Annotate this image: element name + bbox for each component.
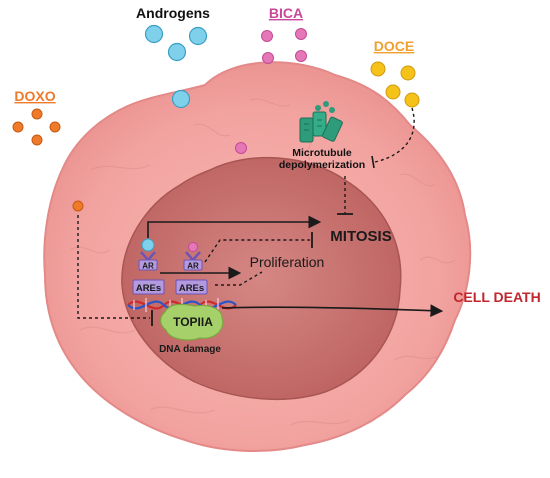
label-ar-right: AR [187, 262, 199, 271]
bica-proliferation-dash [215, 271, 263, 286]
ares-box-left [132, 279, 165, 295]
cell-texture [69, 98, 456, 426]
bica-mitosis-dash [204, 239, 310, 263]
ar-receptor-left [138, 238, 158, 271]
label-doce: DOCE [374, 38, 414, 54]
label-ares-right: AREs [179, 283, 204, 294]
doce-particles [370, 61, 420, 108]
ar-to-mitosis-arrow [147, 215, 322, 238]
doxo-dashed-path [77, 215, 150, 319]
doxo-particles [12, 108, 84, 212]
doce-dashed-path [374, 107, 415, 163]
ares-box-right [175, 279, 208, 295]
label-dna-damage: DNA damage [159, 344, 221, 355]
label-cell-death: CELL DEATH [453, 289, 540, 305]
label-bica: BICA [269, 5, 303, 21]
label-ares-left: AREs [136, 283, 161, 294]
label-mitosis: MITOSIS [330, 228, 391, 245]
label-androgens: Androgens [136, 5, 210, 21]
doce-inhibit-bar [371, 155, 375, 169]
topiia-enzyme [160, 303, 224, 341]
label-microtubule: Microtubule [292, 147, 352, 159]
microtubule-icon [299, 101, 343, 143]
ar-receptor-right [183, 242, 203, 271]
label-proliferation: Proliferation [250, 254, 325, 270]
label-doxo: DOXO [14, 88, 55, 104]
cell-death-arrow [221, 304, 444, 318]
androgen-particles [144, 24, 208, 109]
label-ar-left: AR [142, 262, 154, 271]
label-topiia: TOPIIA [173, 315, 213, 329]
label-depolymerization: depolymerization [279, 159, 365, 171]
bica-particles [235, 28, 307, 154]
